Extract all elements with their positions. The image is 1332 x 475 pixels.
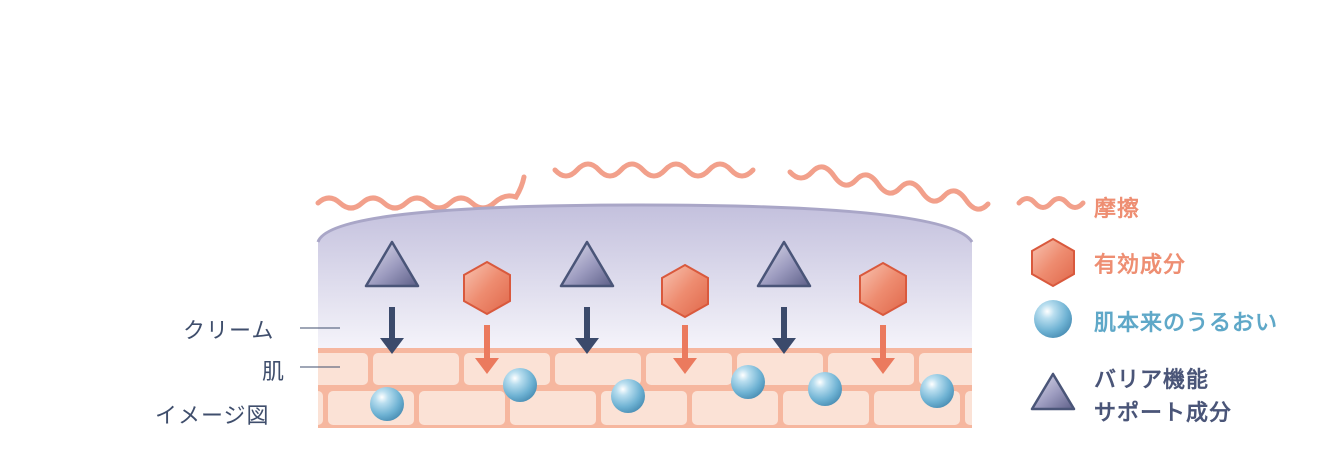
cream-label: クリーム	[183, 319, 275, 344]
hexagon-icon	[1031, 237, 1075, 288]
image-label: イメージ図	[155, 404, 270, 429]
sphere-icon	[1034, 300, 1072, 338]
sphere-icon	[920, 374, 954, 408]
active-arrows	[475, 325, 895, 374]
sphere-icon	[503, 368, 537, 402]
wavy-line-icon	[787, 164, 991, 212]
legend-active-label: 有効成分	[1094, 253, 1187, 278]
legend-barrier-label-line1: バリア機能	[1094, 368, 1210, 393]
triangle-icon	[1030, 372, 1076, 411]
legend-icons	[1016, 196, 1086, 411]
sphere-icon	[731, 365, 765, 399]
arrow-down-icon	[484, 325, 490, 361]
triangle-icon	[559, 240, 615, 288]
legend-friction-label: 摩擦	[1094, 197, 1141, 222]
skin-label: 肌	[262, 360, 286, 385]
arrow-down-icon	[781, 307, 787, 341]
friction-waves	[315, 161, 991, 212]
sphere-icon	[370, 387, 404, 421]
active-components	[463, 260, 907, 319]
wavy-line-icon	[1016, 196, 1086, 210]
cream-layer	[318, 205, 972, 350]
arrow-down-icon	[880, 325, 886, 361]
arrow-down-icon	[389, 307, 395, 341]
wavy-line-icon	[552, 161, 756, 179]
legend-barrier-label-line2: サポート成分	[1094, 401, 1233, 426]
wavy-line-icon	[315, 174, 527, 211]
hexagon-icon	[661, 263, 709, 319]
moisture-spheres	[370, 365, 954, 421]
barrier-arrows	[380, 307, 796, 354]
triangle-icon	[364, 240, 420, 288]
arrow-down-icon	[584, 307, 590, 341]
triangle-icon	[756, 240, 812, 288]
barrier-components	[364, 240, 812, 288]
sphere-icon	[611, 379, 645, 413]
hexagon-icon	[463, 260, 511, 316]
hexagon-icon	[859, 261, 907, 317]
arrow-down-icon	[682, 325, 688, 361]
legend-moisture-label: 肌本来のうるおい	[1094, 311, 1279, 336]
sphere-icon	[808, 372, 842, 406]
